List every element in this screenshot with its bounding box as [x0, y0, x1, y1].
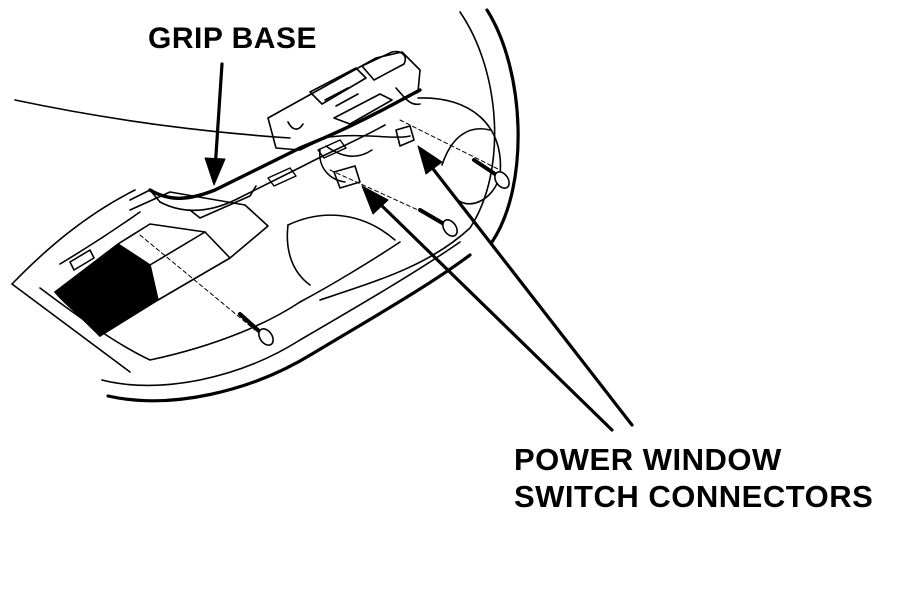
grip-base-label: GRIP BASE — [148, 22, 317, 55]
power-window-label-line1: POWER WINDOW — [514, 442, 782, 477]
door-pocket — [54, 191, 269, 337]
screw-left — [238, 312, 274, 346]
power-window-switch-panel — [267, 50, 421, 151]
screw-right — [472, 158, 510, 189]
screw-middle — [418, 208, 458, 237]
grip-base-arrow — [204, 62, 226, 186]
connector-arrow-upper — [417, 145, 634, 427]
power-window-label-line2: SWITCH CONNECTORS — [514, 479, 874, 514]
connector-lower — [333, 165, 361, 189]
connector-arrow-lower — [361, 185, 614, 432]
armrest-body — [11, 189, 472, 403]
door-panel — [14, 8, 520, 301]
connector-upper — [395, 125, 415, 147]
wiring-harness — [319, 134, 411, 183]
